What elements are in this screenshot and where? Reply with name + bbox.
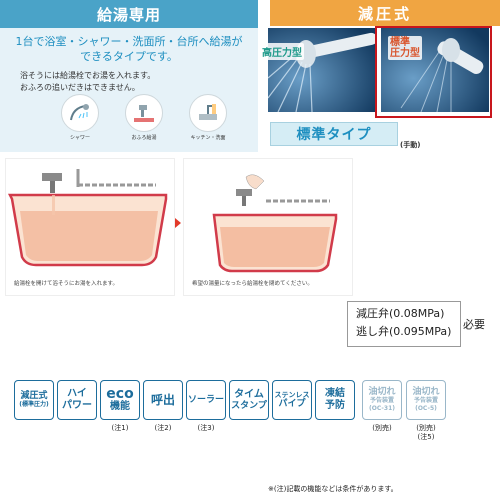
- high-pressure-label: 高圧力型: [260, 43, 304, 60]
- valve-requirements-box: 減圧弁(0.08MPa) 逃し弁(0.095MPa): [347, 301, 461, 347]
- badge-eco: eco 機能: [100, 380, 140, 420]
- faucet-icon: [125, 94, 163, 132]
- step-1-caption: 給湯栓を開けて浴そうにお湯を入れます。: [14, 281, 118, 287]
- badge-high-power: ハイ パワー: [57, 380, 97, 420]
- call-note: (注2): [154, 424, 172, 432]
- sink-icon: [189, 94, 227, 132]
- solar-note: (注3): [197, 424, 215, 432]
- use-shower: シャワー: [55, 94, 105, 141]
- use-bath: おふろ給湯: [119, 94, 169, 141]
- shower-icon: [61, 94, 99, 132]
- relief-valve: 逃し弁(0.095MPa): [356, 325, 452, 338]
- hot-water-title: 給湯専用: [0, 0, 258, 28]
- step-1-illustration: 給湯栓を開けて浴そうにお湯を入れます。: [5, 158, 175, 296]
- footer-note: ※(注)記載の機能などは条件があります。: [268, 485, 398, 493]
- oc31-note: (別売): [372, 424, 392, 432]
- oc5-note: (別売) (注5): [416, 424, 436, 441]
- bathtub-filling-icon: [7, 169, 168, 267]
- hot-water-description: 1台で浴室・シャワー・洗面所・台所へ給湯が できるタイプです。: [15, 35, 243, 63]
- high-pressure-shower-photo: [268, 28, 376, 112]
- use-kitchen: キッチン・洗面: [183, 94, 233, 141]
- standard-type-label: 標準タイプ: [270, 122, 398, 146]
- pressure-reducing-valve: 減圧弁(0.08MPa): [356, 307, 445, 320]
- next-step-arrow-icon: [175, 218, 181, 228]
- step-2-illustration: 希望の湯量になったら給湯栓を閉めてください。: [183, 158, 353, 296]
- badge-freeze-prevention: 凍結 予防: [315, 380, 355, 420]
- step-2-caption: 希望の湯量になったら給湯栓を閉めてください。: [192, 281, 313, 287]
- badge-solar: ソーラー: [186, 380, 226, 420]
- badge-call: 呼出: [143, 380, 183, 420]
- badge-stainless-pipe: ステンレス パイプ: [272, 380, 312, 420]
- use-icons: シャワー おふろ給湯 キッチン・洗面: [55, 94, 245, 144]
- manual-label: (手動): [400, 141, 421, 149]
- badge-oil-warning-oc5: 油切れ 予告装置 (OC-5): [406, 380, 446, 420]
- hot-water-panel: 給湯専用 1台で浴室・シャワー・洗面所・台所へ給湯が できるタイプです。 浴そう…: [0, 0, 258, 152]
- selected-type-frame: [375, 26, 492, 118]
- standard-pressure-label: 標準 圧力型: [388, 36, 422, 60]
- badge-oil-warning-oc31: 油切れ 予告装置 (OC-31): [362, 380, 402, 420]
- eco-note: (注1): [111, 424, 129, 432]
- badge-pressure-reducing: 減圧式 (標準圧力): [14, 380, 54, 420]
- hot-water-note: 浴そうには給湯栓でお湯を入れます。 おふろの追いだきはできません。: [20, 71, 156, 92]
- required-label: 必要: [463, 318, 485, 331]
- badge-time-stamp: タイム スタンプ: [229, 380, 269, 420]
- bathtub-full-icon: [212, 174, 338, 273]
- pressure-type-title: 減圧式: [270, 0, 500, 26]
